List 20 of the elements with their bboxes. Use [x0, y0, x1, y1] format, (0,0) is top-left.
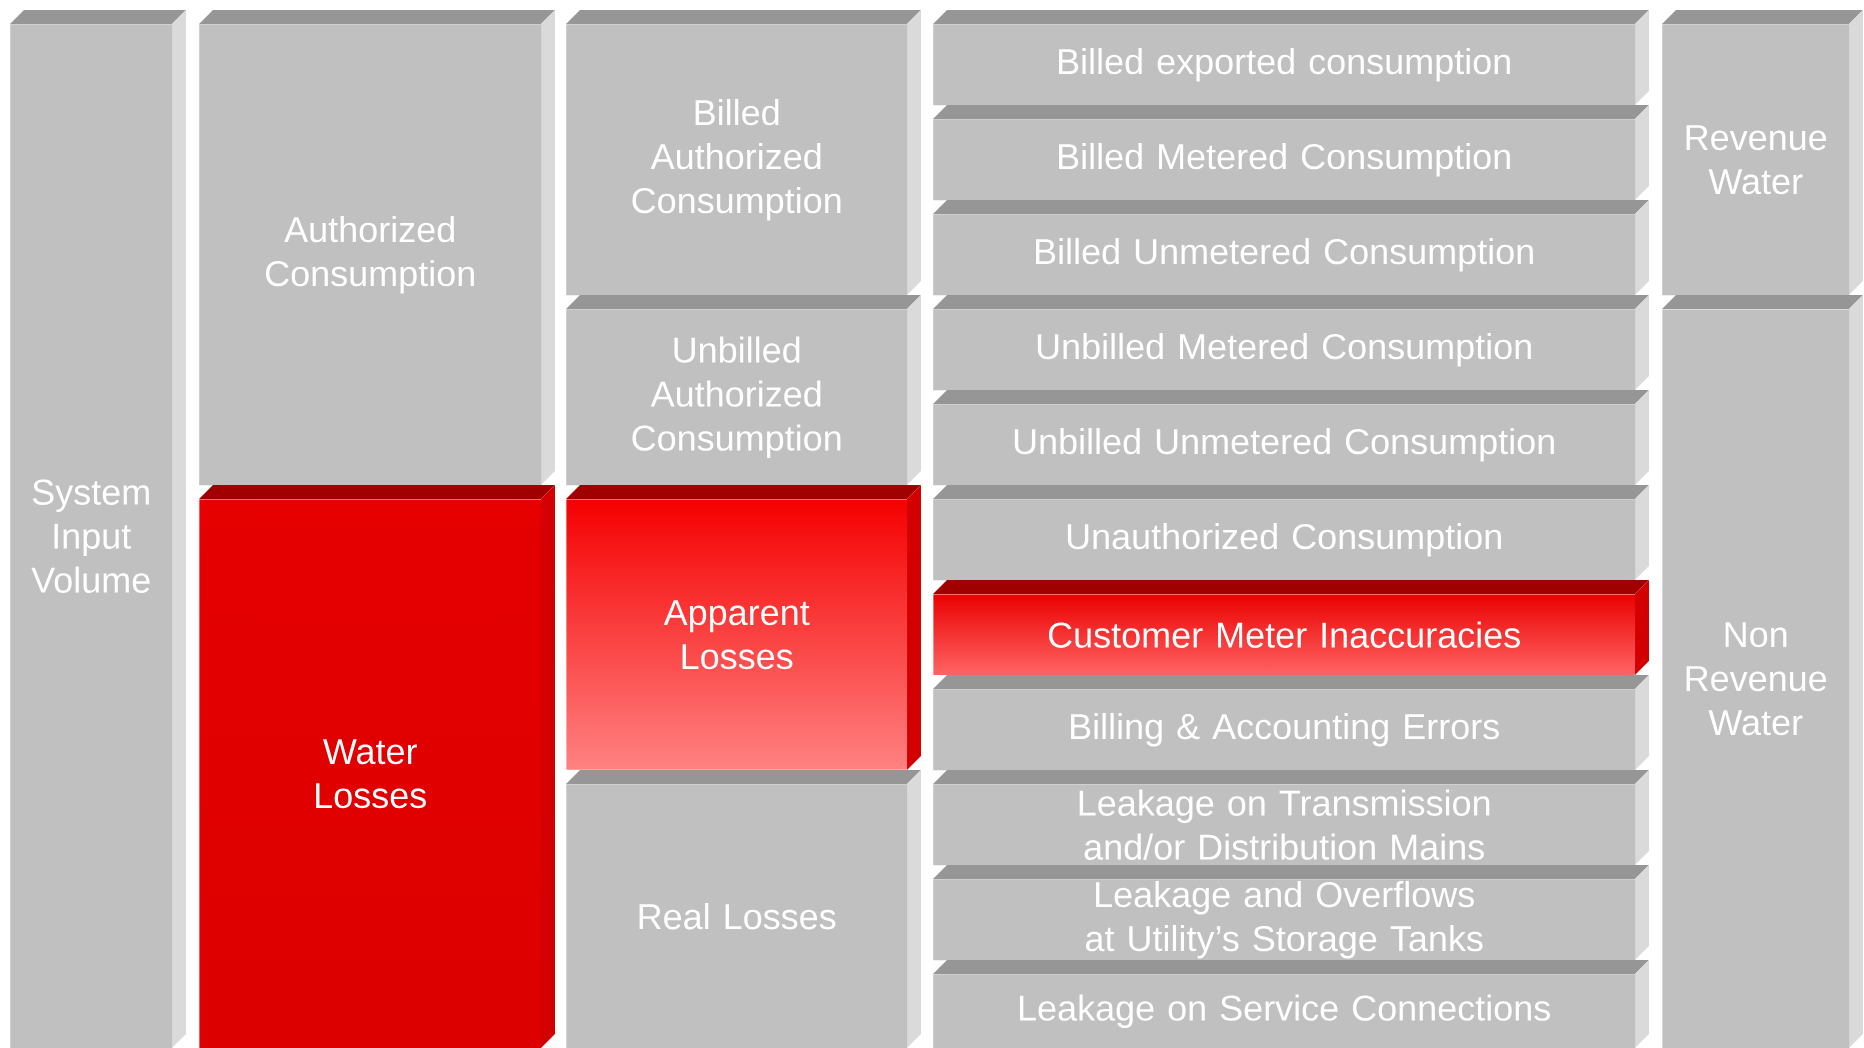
category-box: System Input Volume: [10, 10, 186, 1048]
category-box: Leakage and Overflows at Utility’s Storage Tanks: [933, 865, 1649, 961]
category-box: Billing & Accounting Errors: [933, 675, 1649, 771]
category-box: Unbilled Unmetered Consumption: [933, 390, 1649, 486]
category-box: Leakage on Service Connections: [933, 960, 1649, 1048]
category-box: Unbilled Authorized Consumption: [566, 295, 921, 486]
category-box: Unbilled Metered Consumption: [933, 295, 1649, 391]
category-box: Water Losses: [199, 485, 555, 1048]
category-box: Real Losses: [566, 770, 921, 1048]
category-box: Apparent Losses: [566, 485, 921, 770]
category-box: Customer Meter Inaccuracies: [933, 580, 1649, 676]
category-box: Billed exported consumption: [933, 10, 1649, 106]
category-box: Revenue Water: [1662, 10, 1863, 296]
category-box: Billed Metered Consumption: [933, 105, 1649, 201]
category-box: Billed Unmetered Consumption: [933, 200, 1649, 296]
category-box: Unauthorized Consumption: [933, 485, 1649, 581]
category-box: Authorized Consumption: [199, 10, 555, 486]
category-box: Non Revenue Water: [1662, 295, 1863, 1048]
category-box: Billed Authorized Consumption: [566, 10, 921, 296]
category-box: Leakage on Transmission and/or Distribution Mains: [933, 770, 1649, 866]
